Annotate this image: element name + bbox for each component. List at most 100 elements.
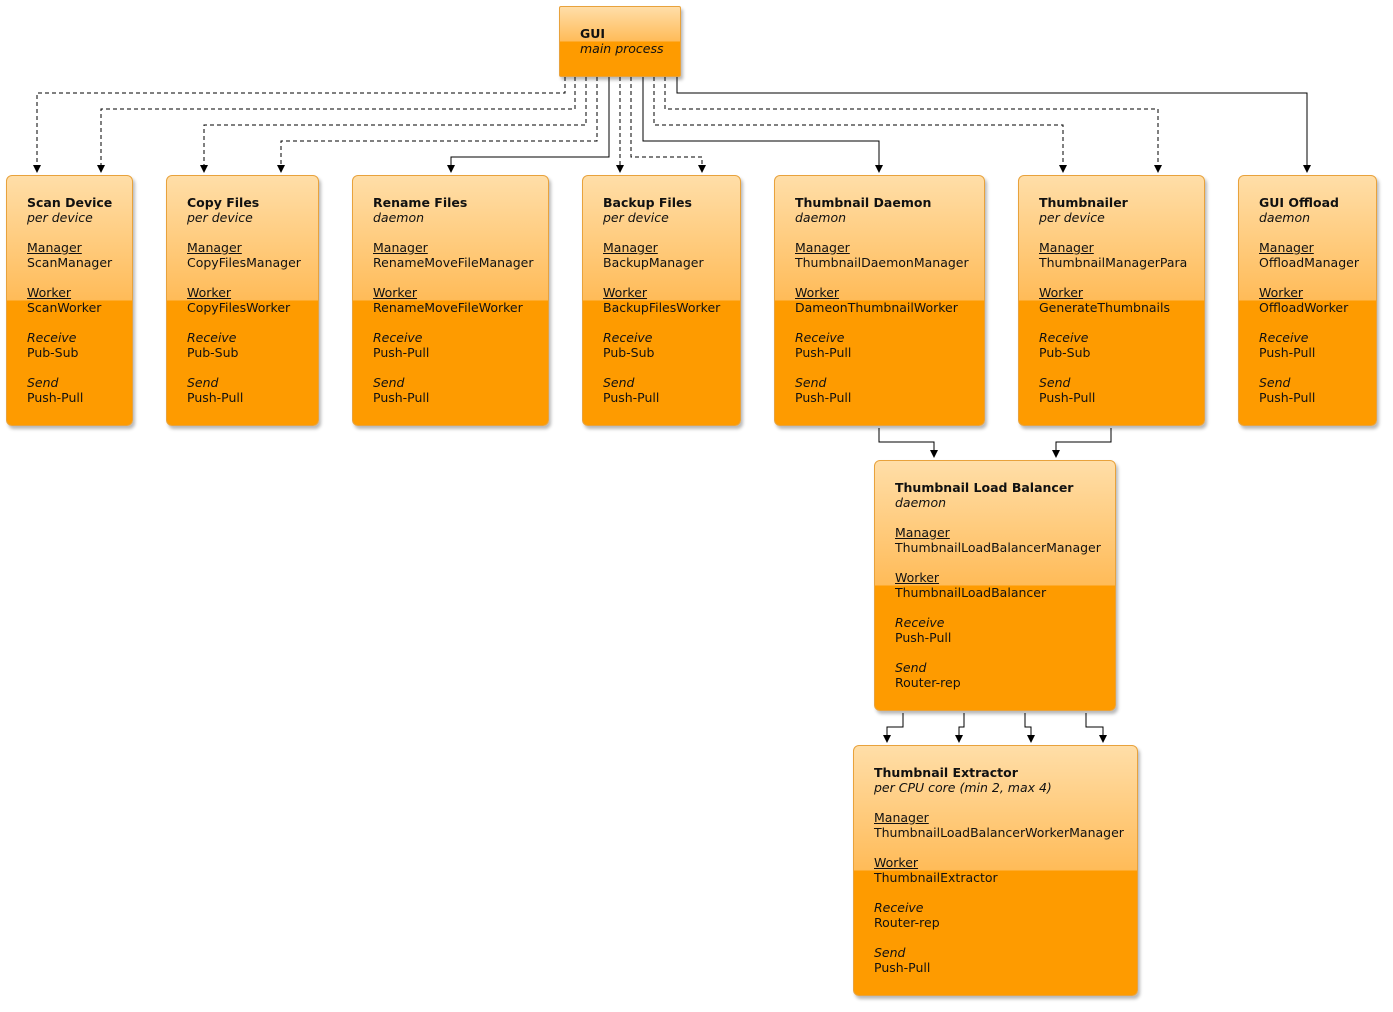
manager-label: Manager <box>895 525 950 540</box>
send-label: Send <box>187 375 219 390</box>
edge-daemon-loadbalancer <box>878 428 938 458</box>
receive-label: Receive <box>187 330 237 345</box>
node-subtitle: daemon <box>895 495 947 510</box>
receive-label: Receive <box>1259 330 1309 345</box>
receive-value: Pub-Sub <box>187 345 239 360</box>
worker-value: DameonThumbnailWorker <box>795 300 958 315</box>
send-label: Send <box>1039 375 1071 390</box>
scan-device-node: Scan Device per device Manager ScanManag… <box>6 175 133 426</box>
manager-label: Manager <box>373 240 428 255</box>
manager-value: CopyFilesManager <box>187 255 301 270</box>
rename-files-node: Rename Files daemon Manager RenameMoveFi… <box>352 175 549 426</box>
worker-label: Worker <box>187 285 232 300</box>
worker-value: ThumbnailExtractor <box>874 870 998 885</box>
send-label: Send <box>795 375 827 390</box>
node-title: Thumbnail Daemon <box>795 195 932 210</box>
send-value: Router-rep <box>895 675 961 690</box>
manager-value: ThumbnailManagerPara <box>1039 255 1188 270</box>
node-title: GUI Offload <box>1259 195 1339 210</box>
node-title: Thumbnail Extractor <box>874 765 1018 780</box>
node-subtitle: per CPU core (min 2, max 4) <box>874 780 1052 795</box>
worker-value: OffloadWorker <box>1259 300 1349 315</box>
manager-label: Manager <box>1039 240 1094 255</box>
send-value: Push-Pull <box>373 390 430 405</box>
receive-label: Receive <box>874 900 924 915</box>
receive-value: Pub-Sub <box>27 345 79 360</box>
send-label: Send <box>603 375 635 390</box>
node-title: Thumbnailer <box>1039 195 1128 210</box>
worker-label: Worker <box>603 285 648 300</box>
edge-lb-extractor-1 <box>883 713 904 743</box>
receive-value: Push-Pull <box>895 630 952 645</box>
receive-value: Pub-Sub <box>1039 345 1091 360</box>
node-subtitle: daemon <box>795 210 847 225</box>
send-label: Send <box>874 945 906 960</box>
edge-thumbnailer-loadbalancer <box>1052 428 1112 458</box>
receive-value: Push-Pull <box>795 345 852 360</box>
send-value: Push-Pull <box>1259 390 1316 405</box>
manager-value: BackupManager <box>603 255 704 270</box>
receive-label: Receive <box>795 330 845 345</box>
worker-label: Worker <box>1039 285 1084 300</box>
receive-label: Receive <box>603 330 653 345</box>
send-value: Push-Pull <box>874 960 931 975</box>
receive-label: Receive <box>373 330 423 345</box>
node-title: Scan Device <box>27 195 113 210</box>
manager-label: Manager <box>603 240 658 255</box>
edge-gui-thumbdaemon <box>642 77 883 173</box>
edge-gui-rename <box>447 77 610 173</box>
thumbnail-extractor-node: Thumbnail Extractor per CPU core (min 2,… <box>853 745 1138 996</box>
copy-files-node: Copy Files per device Manager CopyFilesM… <box>166 175 319 426</box>
edge-gui-thumbnailer-b <box>664 77 1162 173</box>
worker-label: Worker <box>27 285 72 300</box>
worker-label: Worker <box>1259 285 1304 300</box>
send-value: Push-Pull <box>603 390 660 405</box>
thumbnail-daemon-node: Thumbnail Daemon daemon Manager Thumbnai… <box>774 175 985 426</box>
worker-label: Worker <box>373 285 418 300</box>
node-title: Backup Files <box>603 195 692 210</box>
worker-value: ThumbnailLoadBalancer <box>895 585 1047 600</box>
gui-main-process-node: GUI main process <box>559 6 681 77</box>
edge-gui-copy-a <box>200 77 587 173</box>
manager-label: Manager <box>27 240 82 255</box>
node-title: GUI <box>580 26 606 41</box>
manager-label: Manager <box>1259 240 1314 255</box>
send-label: Send <box>27 375 59 390</box>
receive-value: Router-rep <box>874 915 940 930</box>
edge-gui-copy-b <box>277 77 598 173</box>
receive-label: Receive <box>895 615 945 630</box>
node-title: Thumbnail Load Balancer <box>895 480 1074 495</box>
worker-label: Worker <box>795 285 840 300</box>
receive-label: Receive <box>1039 330 1089 345</box>
manager-label: Manager <box>795 240 850 255</box>
edge-lb-extractor-3 <box>1024 713 1035 743</box>
manager-value: RenameMoveFileManager <box>373 255 534 270</box>
worker-value: BackupFilesWorker <box>603 300 721 315</box>
edge-gui-scan-b <box>97 77 576 173</box>
send-label: Send <box>895 660 927 675</box>
receive-value: Push-Pull <box>373 345 430 360</box>
thumbnailer-node: Thumbnailer per device Manager Thumbnail… <box>1018 175 1205 426</box>
receive-label: Receive <box>27 330 77 345</box>
node-subtitle: per device <box>1039 210 1105 225</box>
send-value: Push-Pull <box>795 390 852 405</box>
worker-value: GenerateThumbnails <box>1039 300 1171 315</box>
node-subtitle: daemon <box>1259 210 1311 225</box>
thumbnail-load-balancer-node: Thumbnail Load Balancer daemon Manager T… <box>874 460 1116 711</box>
manager-value: ThumbnailLoadBalancerManager <box>895 540 1101 555</box>
node-title: Copy Files <box>187 195 260 210</box>
gui-offload-node: GUI Offload daemon Manager OffloadManage… <box>1238 175 1377 426</box>
manager-label: Manager <box>874 810 929 825</box>
edge-lb-extractor-2 <box>955 713 965 743</box>
worker-value: ScanWorker <box>27 300 102 315</box>
worker-label: Worker <box>895 570 940 585</box>
manager-value: ScanManager <box>27 255 113 270</box>
send-value: Push-Pull <box>1039 390 1096 405</box>
manager-value: OffloadManager <box>1259 255 1359 270</box>
node-title: Rename Files <box>373 195 468 210</box>
edge-gui-backup-b <box>630 77 706 173</box>
receive-value: Push-Pull <box>1259 345 1316 360</box>
node-subtitle: main process <box>580 41 664 56</box>
